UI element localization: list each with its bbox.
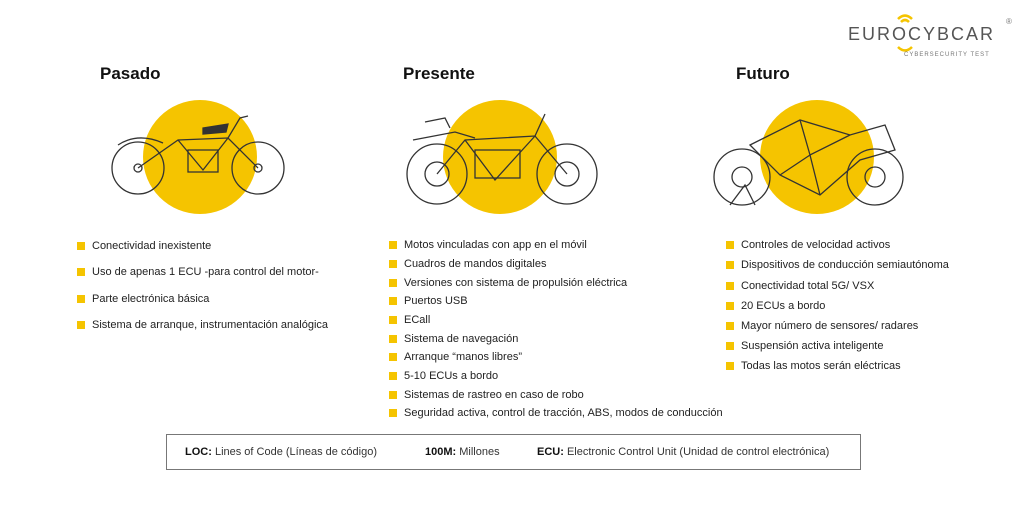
list-item: Seguridad activa, control de tracción, A… bbox=[389, 407, 723, 419]
bullet-icon bbox=[389, 316, 397, 324]
title-futuro: Futuro bbox=[736, 64, 790, 83]
legend-box: LOC: Lines of Code (Líneas de código) 10… bbox=[166, 434, 861, 470]
item-text: Mayor número de sensores/ radares bbox=[741, 320, 919, 332]
legend-ecu: ECU: Electronic Control Unit (Unidad de … bbox=[537, 446, 829, 458]
bullet-icon bbox=[726, 362, 734, 370]
list-item: 5-10 ECUs a bordo bbox=[389, 370, 499, 382]
bullet-icon bbox=[726, 261, 734, 269]
bullet-icon bbox=[389, 391, 397, 399]
title-pasado: Pasado bbox=[100, 64, 161, 83]
bullet-icon bbox=[726, 241, 734, 249]
list-item: Controles de velocidad activos bbox=[726, 239, 891, 251]
list-item: Versiones con sistema de propulsión eléc… bbox=[389, 277, 628, 289]
bullet-icon bbox=[726, 322, 734, 330]
bullet-icon bbox=[77, 321, 85, 329]
list-item: Arranque “manos libres” bbox=[389, 351, 522, 363]
item-text: Sistema de arranque, instrumentación ana… bbox=[92, 319, 329, 331]
item-text: Conectividad inexistente bbox=[92, 240, 212, 252]
bullet-icon bbox=[726, 302, 734, 310]
eurocybcar-logo: EUROCYBCAR ® CYBERSECURITY TEST bbox=[848, 14, 1018, 62]
legend-desc: Lines of Code (Líneas de código) bbox=[211, 446, 377, 458]
item-text: Versiones con sistema de propulsión eléc… bbox=[404, 277, 628, 289]
bullet-icon bbox=[389, 409, 397, 417]
item-text: Conectividad total 5G/ VSX bbox=[741, 280, 875, 292]
list-item: Motos vinculadas con app en el móvil bbox=[389, 239, 587, 251]
legend-term: 100M: bbox=[425, 446, 457, 458]
list-item: Conectividad inexistente bbox=[77, 240, 212, 252]
bullet-icon bbox=[77, 268, 85, 276]
bullet-icon bbox=[726, 282, 734, 290]
bullet-icon bbox=[726, 342, 734, 350]
list-item: Conectividad total 5G/ VSX bbox=[726, 280, 875, 292]
modern-motorcycle-icon bbox=[406, 113, 598, 205]
list-item: Mayor número de sensores/ radares bbox=[726, 320, 919, 332]
item-text: 20 ECUs a bordo bbox=[741, 300, 826, 312]
bullet-icon bbox=[77, 242, 85, 250]
list-item: Sistema de navegación bbox=[389, 333, 519, 345]
item-text: Controles de velocidad activos bbox=[741, 239, 891, 251]
item-text: Cuadros de mandos digitales bbox=[404, 258, 547, 270]
item-text: 5-10 ECUs a bordo bbox=[404, 370, 499, 382]
item-text: Motos vinculadas con app en el móvil bbox=[404, 239, 587, 251]
item-text: Puertos USB bbox=[404, 295, 468, 307]
bullet-icon bbox=[389, 372, 397, 380]
legend-desc: Electronic Control Unit (Unidad de contr… bbox=[563, 446, 830, 458]
legend-100m: 100M: Millones bbox=[425, 446, 500, 458]
logo-name: EUROCYBCAR bbox=[848, 24, 996, 44]
list-item: Uso de apenas 1 ECU -para control del mo… bbox=[77, 266, 319, 278]
list-item: Sistema de arranque, instrumentación ana… bbox=[77, 319, 329, 331]
item-text: Sistema de navegación bbox=[404, 333, 519, 345]
bullet-icon bbox=[389, 353, 397, 361]
logo-tagline: CYBERSECURITY TEST bbox=[904, 52, 990, 58]
bullet-icon bbox=[389, 241, 397, 249]
list-item: Parte electrónica básica bbox=[77, 293, 210, 305]
item-text: ECall bbox=[404, 314, 431, 326]
bullet-icon bbox=[389, 279, 397, 287]
legend-term: LOC: bbox=[185, 446, 212, 458]
logo-registered: ® bbox=[1006, 17, 1012, 26]
item-text: Uso de apenas 1 ECU -para control del mo… bbox=[92, 266, 319, 278]
bullet-icon bbox=[389, 297, 397, 305]
legend-term: ECU: bbox=[537, 446, 564, 458]
vintage-motorcycle-icon bbox=[111, 115, 285, 195]
future-motorcycle-icon bbox=[713, 119, 904, 206]
list-item: Suspensión activa inteligente bbox=[726, 340, 884, 352]
title-presente: Presente bbox=[403, 64, 475, 83]
item-text: Seguridad activa, control de tracción, A… bbox=[404, 407, 723, 419]
signal-icon bbox=[897, 14, 913, 52]
legend-loc: LOC: Lines of Code (Líneas de código) bbox=[185, 446, 377, 458]
bullet-icon bbox=[389, 335, 397, 343]
list-item: Todas las motos serán eléctricas bbox=[726, 360, 901, 372]
bullet-icon bbox=[389, 260, 397, 268]
bullet-icon bbox=[77, 295, 85, 303]
legend-desc: Millones bbox=[456, 446, 500, 458]
item-text: Todas las motos serán eléctricas bbox=[741, 360, 901, 372]
list-item: Cuadros de mandos digitales bbox=[389, 258, 547, 270]
item-text: Suspensión activa inteligente bbox=[741, 340, 884, 352]
item-text: Dispositivos de conducción semiautónoma bbox=[741, 259, 949, 271]
item-text: Sistemas de rastreo en caso de robo bbox=[404, 389, 584, 401]
item-text: Arranque “manos libres” bbox=[404, 351, 522, 363]
list-item: ECall bbox=[389, 314, 431, 326]
item-text: Parte electrónica básica bbox=[92, 293, 210, 305]
list-item: Dispositivos de conducción semiautónoma bbox=[726, 259, 949, 271]
list-item: 20 ECUs a bordo bbox=[726, 300, 826, 312]
list-item: Sistemas de rastreo en caso de robo bbox=[389, 389, 584, 401]
list-item: Puertos USB bbox=[389, 295, 468, 307]
